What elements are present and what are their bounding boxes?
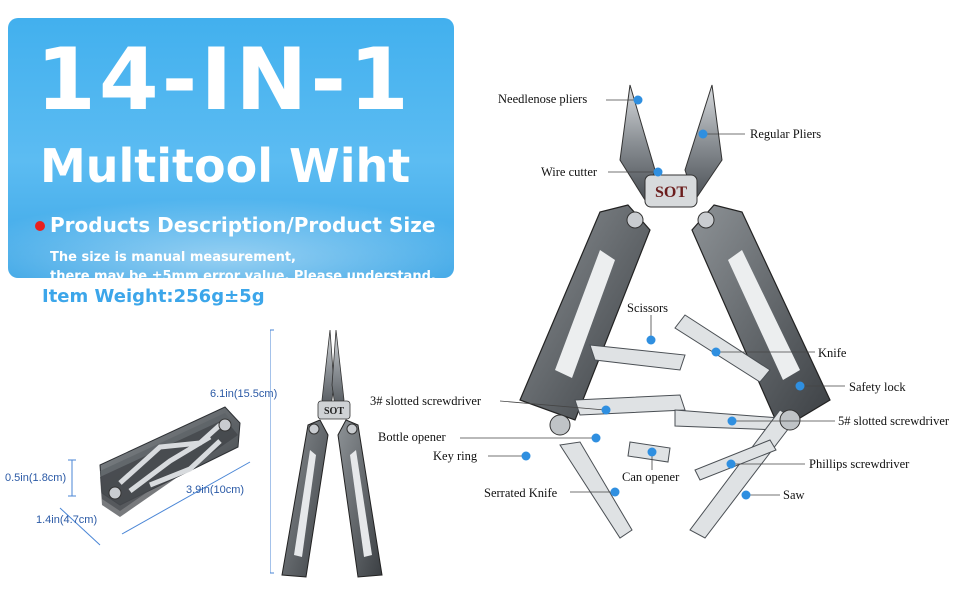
callout-dot-regular-pliers [698, 129, 708, 139]
dimension-thickness: 0.5in(1.8cm) [5, 472, 67, 484]
header-banner: 14-IN-1 Multitool Wiht Products Descript… [8, 18, 454, 278]
folded-multitool-image [99, 406, 241, 517]
description-title: Products Description/Product Size [50, 213, 436, 237]
label-bottle-opener: Bottle opener [378, 430, 446, 444]
label-wire-cutter: Wire cutter [541, 165, 598, 179]
callout-dot-phillips [726, 459, 736, 469]
label-slotted-screwdriver-5: 5# slotted screwdriver [838, 414, 950, 428]
open-multitool-image: SOT [270, 329, 383, 578]
callout-dot-knife [711, 347, 721, 357]
callout-dot-bottle-opener [591, 433, 601, 443]
bullet-dot-icon [35, 221, 45, 231]
label-saw: Saw [783, 488, 805, 502]
callout-dot-slotted-3 [601, 405, 611, 415]
measurement-note-line1: The size is manual measurement, [50, 250, 296, 265]
label-slotted-screwdriver-3: 3# slotted screwdriver [370, 394, 482, 408]
label-key-ring: Key ring [433, 449, 478, 463]
label-regular-pliers: Regular Pliers [750, 127, 822, 141]
label-needlenose-pliers: Needlenose pliers [498, 92, 588, 106]
callout-dot-saw [741, 490, 751, 500]
page-subtitle: Multitool Wiht [40, 139, 411, 193]
dimension-length: 3.9in(10cm) [186, 484, 245, 496]
callout-dot-wire-cutter [653, 167, 663, 177]
folded-dimension-lines [59, 459, 251, 546]
label-scissors: Scissors [627, 301, 668, 315]
measurement-note-line2: there may be ±5mm error value. Please un… [50, 269, 436, 278]
callout-dot-key-ring [521, 451, 531, 461]
label-safety-lock: Safety lock [849, 380, 906, 394]
callout-dot-needlenose [633, 95, 643, 105]
label-serrated-knife: Serrated Knife [484, 486, 558, 500]
item-weight: Item Weight:256g±5g [42, 286, 265, 307]
callout-dot-slotted-5 [727, 416, 737, 426]
label-knife: Knife [818, 346, 847, 360]
brand-logo-mid: SOT [324, 406, 344, 417]
label-phillips-screwdriver: Phillips screwdriver [809, 457, 910, 471]
brand-logo-large: SOT [655, 184, 687, 201]
exploded-multitool-image: SOT [519, 84, 831, 539]
label-can-opener: Can opener [622, 470, 680, 484]
banner-glow [8, 198, 454, 278]
dimension-height: 6.1in(15.5cm) [210, 388, 278, 400]
callout-dot-scissors [646, 335, 656, 345]
page-title: 14-IN-1 [36, 30, 412, 130]
callout-dot-safety-lock [795, 381, 805, 391]
callout-dot-can-opener [647, 447, 657, 457]
callout-dot-serrated-knife [610, 487, 620, 497]
dimension-width: 1.4in(4.7cm) [36, 514, 98, 526]
